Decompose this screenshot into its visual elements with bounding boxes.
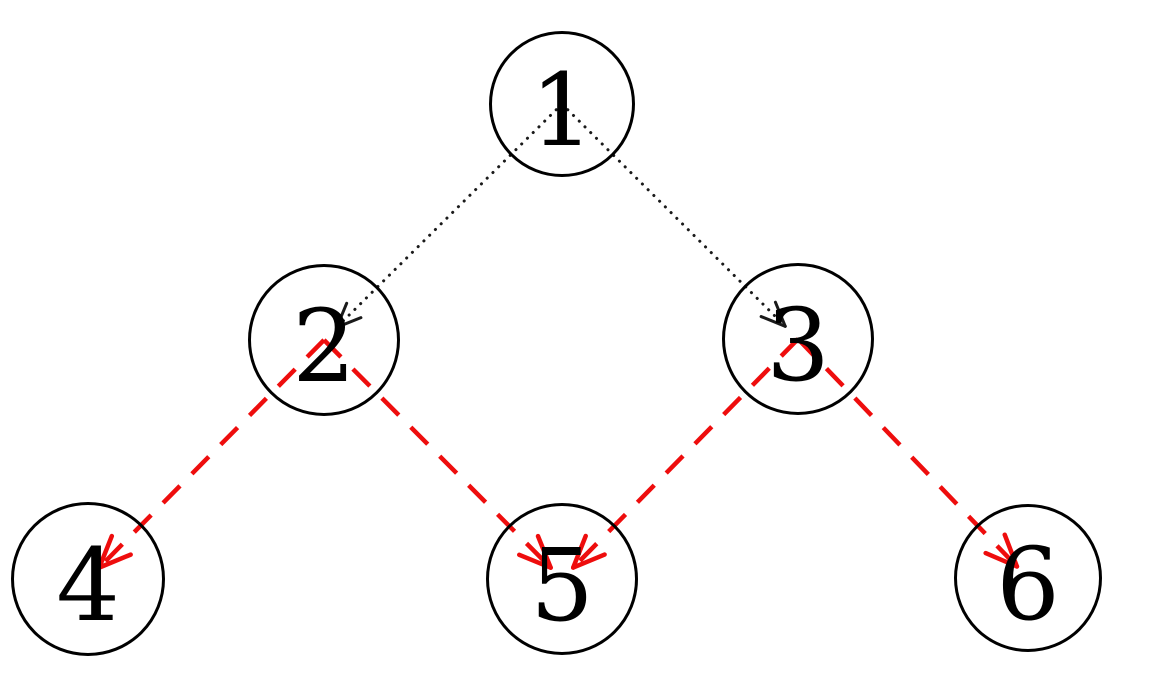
node-label: 6 [996, 526, 1060, 643]
node-label: 5 [530, 527, 594, 644]
node-label: 2 [292, 288, 356, 405]
node-4: 4 [11, 502, 165, 656]
node-label: 1 [530, 52, 594, 169]
node-label: 4 [56, 527, 120, 644]
node-6: 6 [954, 504, 1102, 652]
node-2: 2 [248, 264, 400, 416]
node-3: 3 [722, 263, 874, 415]
node-1: 1 [489, 31, 635, 177]
node-5: 5 [486, 503, 638, 655]
node-label: 3 [766, 287, 830, 404]
